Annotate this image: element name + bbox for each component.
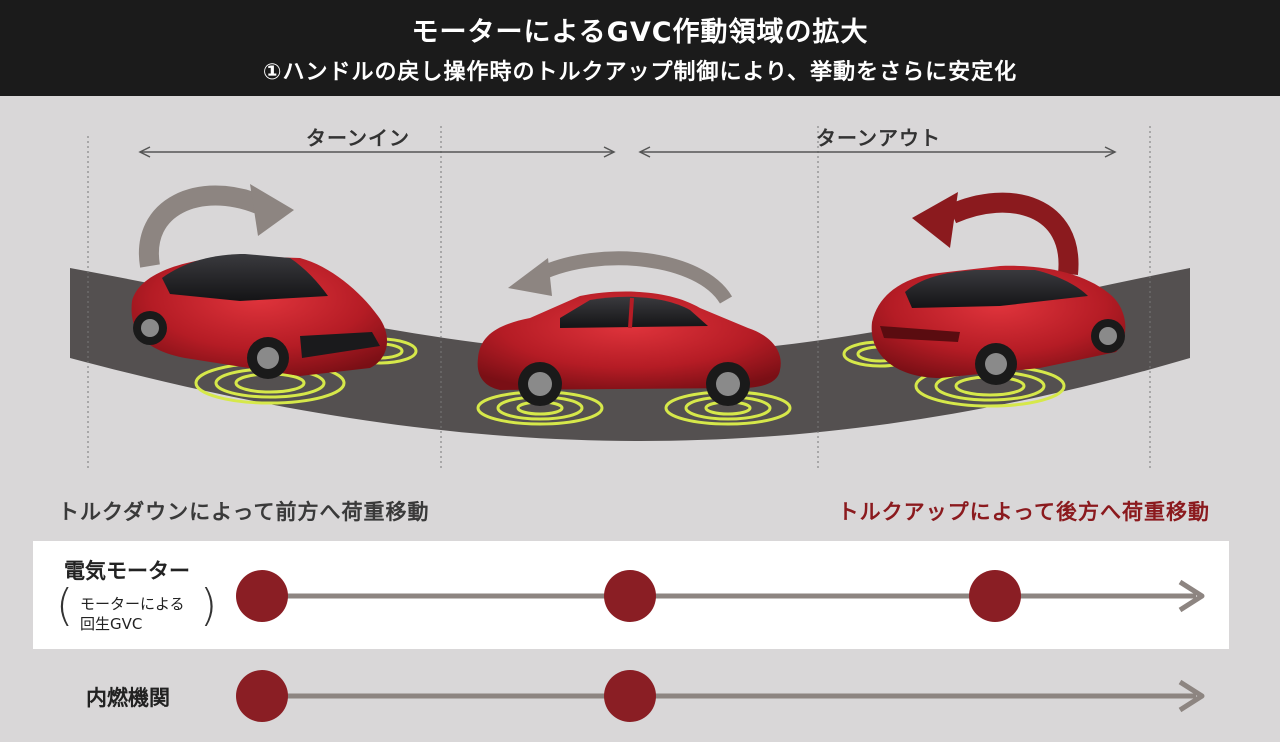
turn-in-span-arrow [138,146,616,158]
activation-dot [604,670,656,722]
turn-out-span-arrow [638,146,1117,158]
curved-arrow-counterclockwise-icon [508,251,733,305]
regen-gvc-sub-line1: モーターによる [80,595,185,613]
regen-gvc-sub-line2: 回生GVC [80,615,143,633]
header-bar: モーターによるGVC作動領域の拡大 ①ハンドルの戻し操作時のトルクアップ制御によ… [0,0,1280,96]
page-title: モーターによるGVC作動領域の拡大 [411,17,869,48]
turn-scene-illustration [70,126,1190,471]
activation-dot [236,670,288,722]
activation-dot [236,570,288,622]
car-turn-out [842,265,1126,408]
turn-out-label: ターンアウト [816,126,941,150]
ice-timeline-arrow [262,679,1205,713]
electric-motor-label: 電気モーター [64,559,190,583]
turn-in-label: ターンイン [306,126,410,150]
left-paren: ( [56,580,74,631]
right-paren: ) [200,580,218,631]
electric-motor-timeline-arrow [262,579,1205,613]
car-neutral [476,291,792,426]
ice-label: 内燃機関 [86,686,170,710]
activation-dot [969,570,1021,622]
front-load-shift-caption: トルクダウンによって前方へ荷重移動 [58,500,430,524]
curved-arrow-counterclockwise-icon [912,192,1079,276]
activation-dot [604,570,656,622]
page-subtitle: ①ハンドルの戻し操作時のトルクアップ制御により、挙動をさらに安定化 [262,60,1018,85]
car-turn-in [131,254,418,405]
rear-load-shift-caption: トルクアップによって後方へ荷重移動 [837,500,1210,524]
curved-arrow-clockwise-icon [138,184,294,268]
